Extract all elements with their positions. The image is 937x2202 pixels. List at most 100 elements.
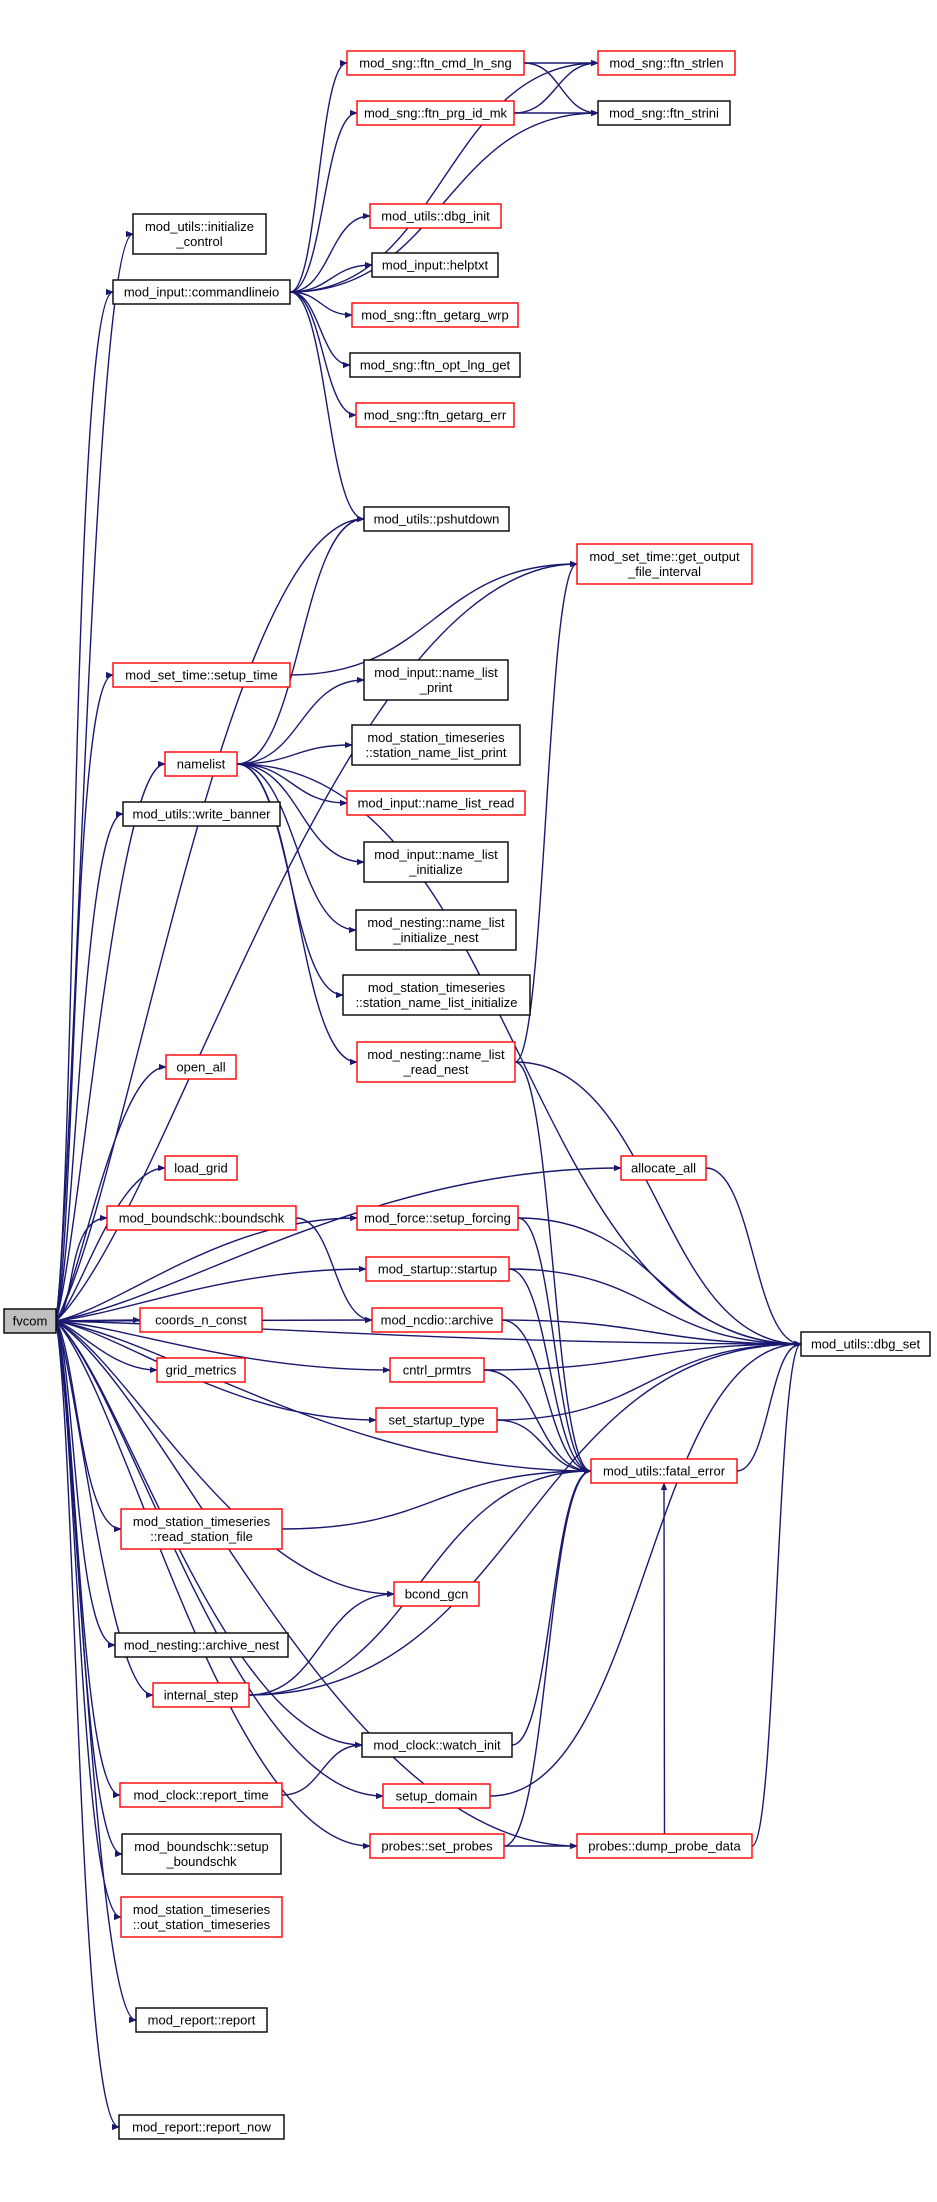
- node-namelist[interactable]: namelist: [164, 751, 238, 777]
- node-box[interactable]: [346, 790, 526, 816]
- node-input_nl_init[interactable]: mod_input::name_list_initialize: [363, 841, 509, 883]
- node-box[interactable]: [351, 302, 519, 328]
- node-box[interactable]: [363, 659, 509, 701]
- node-set_startup_type[interactable]: set_startup_type: [375, 1407, 498, 1433]
- node-sng_strlen[interactable]: mod_sng::ftn_strlen: [597, 50, 736, 76]
- node-input_cmdline[interactable]: mod_input::commandlineio: [112, 279, 291, 305]
- node-report[interactable]: mod_report::report: [135, 2007, 268, 2033]
- node-utils_pshutdown[interactable]: mod_utils::pshutdown: [363, 506, 510, 532]
- node-clock_watch[interactable]: mod_clock::watch_init: [361, 1732, 513, 1758]
- node-box[interactable]: [620, 1155, 707, 1181]
- node-input_helptxt[interactable]: mod_input::helptxt: [371, 252, 499, 278]
- node-open_all[interactable]: open_all: [165, 1054, 237, 1080]
- node-box[interactable]: [393, 1581, 480, 1607]
- node-setup_domain[interactable]: setup_domain: [382, 1783, 491, 1809]
- node-fvcom[interactable]: fvcom: [3, 1308, 57, 1334]
- node-box[interactable]: [363, 506, 510, 532]
- node-utils_dbg_set[interactable]: mod_utils::dbg_set: [800, 1331, 931, 1357]
- node-box[interactable]: [139, 1307, 263, 1333]
- node-settime_get_output[interactable]: mod_set_time::get_output_file_interval: [576, 543, 753, 585]
- node-box[interactable]: [106, 1205, 297, 1231]
- node-box[interactable]: [576, 1833, 753, 1859]
- node-box[interactable]: [165, 1054, 237, 1080]
- node-ncdio_archive[interactable]: mod_ncdio::archive: [371, 1307, 503, 1333]
- node-input_nl_read[interactable]: mod_input::name_list_read: [346, 790, 526, 816]
- node-box[interactable]: [356, 100, 515, 126]
- node-cntrl_prmtrs[interactable]: cntrl_prmtrs: [389, 1357, 485, 1383]
- node-load_grid[interactable]: load_grid: [164, 1155, 238, 1181]
- node-box[interactable]: [3, 1308, 57, 1334]
- node-sng_getarg_err[interactable]: mod_sng::ftn_getarg_err: [355, 402, 515, 428]
- node-sts_nl_print[interactable]: mod_station_timeseries::station_name_lis…: [351, 724, 521, 766]
- node-report_now[interactable]: mod_report::report_now: [118, 2114, 285, 2140]
- node-probes_set[interactable]: probes::set_probes: [369, 1833, 505, 1859]
- node-allocate_all[interactable]: allocate_all: [620, 1155, 707, 1181]
- node-box[interactable]: [122, 801, 281, 827]
- node-sng_opt_lng[interactable]: mod_sng::ftn_opt_lng_get: [349, 352, 521, 378]
- node-sng_strini[interactable]: mod_sng::ftn_strini: [597, 100, 731, 126]
- node-internal_step[interactable]: internal_step: [152, 1682, 250, 1708]
- node-box[interactable]: [355, 909, 517, 951]
- node-boundschk_setup[interactable]: mod_boundschk::setup_boundschk: [121, 1833, 282, 1875]
- node-box[interactable]: [382, 1783, 491, 1809]
- node-sts_out[interactable]: mod_station_timeseries::out_station_time…: [120, 1896, 283, 1938]
- node-box[interactable]: [369, 1833, 505, 1859]
- node-box[interactable]: [135, 2007, 268, 2033]
- node-box[interactable]: [356, 1205, 519, 1231]
- node-boundschk[interactable]: mod_boundschk::boundschk: [106, 1205, 297, 1231]
- node-box[interactable]: [152, 1682, 250, 1708]
- node-sng_cmd_ln[interactable]: mod_sng::ftn_cmd_ln_sng: [346, 50, 525, 76]
- node-box[interactable]: [120, 1896, 283, 1938]
- node-box[interactable]: [164, 751, 238, 777]
- node-box[interactable]: [363, 841, 509, 883]
- node-box[interactable]: [389, 1357, 485, 1383]
- node-box[interactable]: [112, 279, 291, 305]
- node-startup[interactable]: mod_startup::startup: [365, 1256, 510, 1282]
- node-box[interactable]: [351, 724, 521, 766]
- node-box[interactable]: [164, 1155, 238, 1181]
- node-clock_report[interactable]: mod_clock::report_time: [119, 1782, 283, 1808]
- node-utils_init_ctrl[interactable]: mod_utils::initialize_control: [132, 213, 267, 255]
- node-nest_archive[interactable]: mod_nesting::archive_nest: [114, 1632, 289, 1658]
- node-sng_getarg_wrp[interactable]: mod_sng::ftn_getarg_wrp: [351, 302, 519, 328]
- node-box[interactable]: [156, 1357, 246, 1383]
- node-settime_setup[interactable]: mod_set_time::setup_time: [112, 662, 291, 688]
- node-coords[interactable]: coords_n_const: [139, 1307, 263, 1333]
- node-box[interactable]: [800, 1331, 931, 1357]
- node-input_nl_print[interactable]: mod_input::name_list_print: [363, 659, 509, 701]
- node-utils_fatal[interactable]: mod_utils::fatal_error: [590, 1458, 738, 1484]
- node-utils_write_banner[interactable]: mod_utils::write_banner: [122, 801, 281, 827]
- node-sts_read[interactable]: mod_station_timeseries::read_station_fil…: [120, 1508, 283, 1550]
- node-box[interactable]: [342, 974, 531, 1016]
- node-box[interactable]: [355, 402, 515, 428]
- node-box[interactable]: [346, 50, 525, 76]
- node-sts_nl_init[interactable]: mod_station_timeseries::station_name_lis…: [342, 974, 531, 1016]
- node-utils_dbg_init[interactable]: mod_utils::dbg_init: [369, 203, 502, 229]
- node-box[interactable]: [576, 543, 753, 585]
- node-probes_dump[interactable]: probes::dump_probe_data: [576, 1833, 753, 1859]
- node-box[interactable]: [365, 1256, 510, 1282]
- node-nest_nl_init[interactable]: mod_nesting::name_list_initialize_nest: [355, 909, 517, 951]
- node-box[interactable]: [369, 203, 502, 229]
- node-box[interactable]: [349, 352, 521, 378]
- node-box[interactable]: [132, 213, 267, 255]
- node-box[interactable]: [597, 100, 731, 126]
- node-box[interactable]: [120, 1508, 283, 1550]
- node-sng_prg_id[interactable]: mod_sng::ftn_prg_id_mk: [356, 100, 515, 126]
- node-box[interactable]: [121, 1833, 282, 1875]
- node-box[interactable]: [375, 1407, 498, 1433]
- node-box[interactable]: [361, 1732, 513, 1758]
- node-box[interactable]: [114, 1632, 289, 1658]
- node-box[interactable]: [112, 662, 291, 688]
- node-box[interactable]: [371, 252, 499, 278]
- node-box[interactable]: [118, 2114, 285, 2140]
- node-grid_metrics[interactable]: grid_metrics: [156, 1357, 246, 1383]
- node-box[interactable]: [356, 1041, 516, 1083]
- node-box[interactable]: [597, 50, 736, 76]
- node-box[interactable]: [590, 1458, 738, 1484]
- node-force_setup[interactable]: mod_force::setup_forcing: [356, 1205, 519, 1231]
- node-box[interactable]: [119, 1782, 283, 1808]
- node-nest_nl_read[interactable]: mod_nesting::name_list_read_nest: [356, 1041, 516, 1083]
- node-bcond_gcn[interactable]: bcond_gcn: [393, 1581, 480, 1607]
- node-box[interactable]: [371, 1307, 503, 1333]
